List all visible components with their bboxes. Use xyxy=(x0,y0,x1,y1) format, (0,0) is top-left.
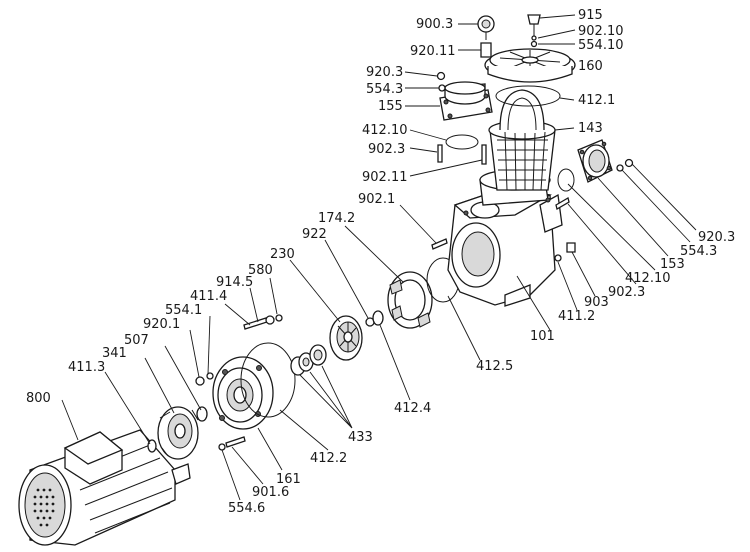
label-902-3-top: 902.3 xyxy=(368,142,405,157)
label-920-3-top: 920.3 xyxy=(366,65,403,80)
bolt-411-4 xyxy=(243,314,283,330)
label-920-1: 920.1 xyxy=(143,317,180,332)
pump-housing-101 xyxy=(447,169,563,307)
label-341: 341 xyxy=(102,346,127,361)
diffuser-174-2 xyxy=(387,271,433,329)
label-902-11: 902.11 xyxy=(362,170,408,185)
label-412-10-right: 412.10 xyxy=(625,271,671,286)
label-902-10: 902.10 xyxy=(578,24,624,39)
stud-902-1 xyxy=(431,238,448,250)
basket-143 xyxy=(488,89,556,191)
label-903: 903 xyxy=(584,295,609,310)
label-411-2: 411.2 xyxy=(558,309,595,324)
label-554-3-right: 554.3 xyxy=(680,244,717,259)
label-174-2: 174.2 xyxy=(318,211,355,226)
label-902-3-right: 902.3 xyxy=(608,285,645,300)
eyebolt-900-3 xyxy=(477,15,495,40)
screw-901-6 xyxy=(218,436,246,451)
label-554-1: 554.1 xyxy=(165,303,202,318)
label-800: 800 xyxy=(26,391,51,406)
label-554-3-top: 554.3 xyxy=(366,82,403,97)
parts-920-3-554-3-right xyxy=(616,158,634,172)
label-914-5: 914.5 xyxy=(216,275,253,290)
parts-920-3-554-3-top xyxy=(436,71,446,92)
label-900-3: 900.3 xyxy=(416,17,453,32)
label-411-4: 411.4 xyxy=(190,289,227,304)
label-922: 922 xyxy=(302,227,327,242)
label-915: 915 xyxy=(578,8,603,23)
label-902-1: 902.1 xyxy=(358,192,395,207)
label-161: 161 xyxy=(276,472,301,487)
part-507 xyxy=(196,406,208,422)
flange-153 xyxy=(577,139,613,183)
label-554-10: 554.10 xyxy=(578,38,624,53)
label-412-1: 412.1 xyxy=(578,93,615,108)
motor-800 xyxy=(18,429,191,546)
oring-412-2 xyxy=(240,342,296,418)
impeller-230 xyxy=(329,315,363,361)
label-554-6: 554.6 xyxy=(228,501,265,516)
parts-903-411-2 xyxy=(554,242,576,262)
label-901-6: 901.6 xyxy=(252,485,289,500)
label-580: 580 xyxy=(248,263,273,278)
label-433: 433 xyxy=(348,430,373,445)
callout-labels: 900.3 915 902.10 554.10 920.11 160 920.3… xyxy=(26,8,735,516)
label-153: 153 xyxy=(660,257,685,272)
label-920-11: 920.11 xyxy=(410,44,456,59)
label-412-10-top: 412.10 xyxy=(362,123,408,138)
nut-920-11 xyxy=(480,42,492,58)
parts-411-3-341 xyxy=(147,406,199,460)
label-101: 101 xyxy=(530,329,555,344)
vent-screw-915 xyxy=(527,14,541,48)
label-412-5: 412.5 xyxy=(476,359,513,374)
oring-412-1 xyxy=(495,85,561,107)
label-412-2: 412.2 xyxy=(310,451,347,466)
mechanical-seal-433 xyxy=(290,344,327,376)
studs-902-3-902-11 xyxy=(437,144,487,165)
label-230: 230 xyxy=(270,247,295,262)
label-411-3: 411.3 xyxy=(68,360,105,375)
stud-902-3-right xyxy=(555,197,570,210)
label-160: 160 xyxy=(578,59,603,74)
label-155: 155 xyxy=(378,99,403,114)
oring-412-10-right xyxy=(557,168,575,192)
flange-155 xyxy=(439,81,493,121)
oring-412-10-top xyxy=(445,134,479,150)
lid-160 xyxy=(484,48,576,83)
parts-920-1-554-1 xyxy=(195,372,214,386)
label-143: 143 xyxy=(578,121,603,136)
label-507: 507 xyxy=(124,333,149,348)
label-412-4: 412.4 xyxy=(394,401,431,416)
leader-lines xyxy=(61,14,697,501)
label-920-3-right: 920.3 xyxy=(698,230,735,245)
parts-922-412-4 xyxy=(365,310,384,327)
